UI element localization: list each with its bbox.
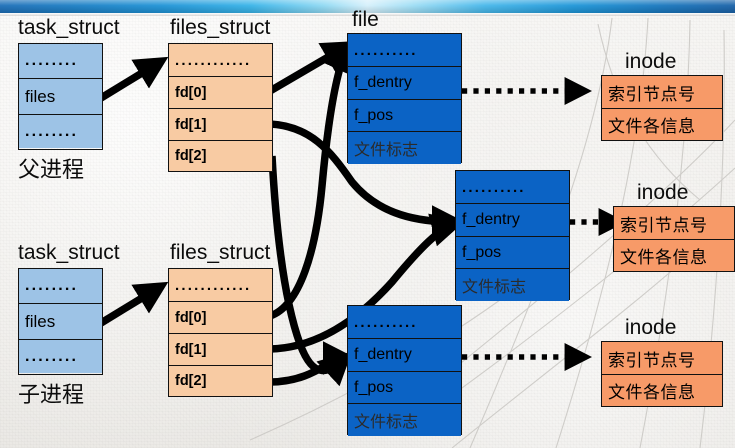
inode-3-title: inode [625,316,677,339]
parent-task-row-files: files [19,78,102,114]
file1-row-dots: .......... [348,34,461,66]
child-files-row-fd0: fd[0] [169,301,272,333]
parent-files-row-fd0: fd[0] [169,76,272,108]
file3-row-dots: .......... [348,306,461,338]
child-task-row-files: files [19,303,102,339]
parent-files-struct-box: ............ fd[0] fd[1] fd[2] [168,43,273,172]
slide-banner [0,0,735,13]
inode2-row-number: 索引节点号 [614,207,734,239]
file3-row-file-flags: 文件标志 [348,403,461,436]
arrow-child-fd2-to-file3 [269,341,356,386]
parent-files-row-fd2: fd[2] [169,140,272,171]
file3-row-f-pos: f_pos [348,371,461,403]
inode3-row-number: 索引节点号 [602,342,722,374]
file-title: file [352,8,379,31]
parent-task-row-dots-bottom: ........ [19,114,102,148]
inode1-row-number: 索引节点号 [602,76,722,108]
inode1-row-fileinfo: 文件各信息 [602,108,722,140]
arrow-child-fd0-to-file1 [268,39,353,320]
child-task-row-dots-bottom: ........ [19,339,102,373]
banner-edge [0,13,735,16]
arrow-parent-files-to-filesstruct [99,56,169,102]
inode3-row-fileinfo: 文件各信息 [602,374,722,406]
inode-box-2: 索引节点号 文件各信息 [613,206,735,272]
arrow-parent-fd1-to-file2 [269,120,465,239]
inode-box-3: 索引节点号 文件各信息 [601,341,723,407]
file1-row-f-pos: f_pos [348,99,461,131]
parent-task-struct-title: task_struct [18,16,120,39]
inode-2-title: inode [637,181,689,204]
parent-files-row-fd1: fd[1] [169,108,272,140]
file-box-3: .......... f_dentry f_pos 文件标志 [347,305,462,436]
child-task-struct-title: task_struct [18,241,120,264]
child-files-row-dots: ............ [169,269,272,301]
arrow-child-fd1-to-file2 [269,213,465,353]
child-process-caption: 子进程 [18,382,85,407]
inode-box-1: 索引节点号 文件各信息 [601,75,723,141]
parent-files-struct-title: files_struct [170,16,271,39]
file-box-1: .......... f_dentry f_pos 文件标志 [347,33,462,164]
inode-1-title: inode [625,50,677,73]
parent-files-row-dots: ............ [169,44,272,76]
parent-process-caption: 父进程 [18,157,85,182]
file2-row-dots: .......... [456,171,569,203]
child-files-row-fd1: fd[1] [169,333,272,365]
child-files-row-fd2: fd[2] [169,365,272,396]
file-box-2: .......... f_dentry f_pos 文件标志 [455,170,570,301]
inode2-row-fileinfo: 文件各信息 [614,239,734,271]
parent-task-row-dots-top: ........ [19,44,102,78]
file3-row-f-dentry: f_dentry [348,338,461,371]
arrow-child-files-to-filesstruct [99,281,169,327]
file2-row-f-dentry: f_dentry [456,203,569,236]
file2-row-file-flags: 文件标志 [456,268,569,301]
child-task-row-dots-top: ........ [19,269,102,303]
file1-row-file-flags: 文件标志 [348,131,461,164]
child-files-struct-title: files_struct [170,241,271,264]
file2-row-f-pos: f_pos [456,236,569,268]
parent-task-struct-box: ........ files ........ [18,43,103,150]
file1-row-f-dentry: f_dentry [348,66,461,99]
child-task-struct-box: ........ files ........ [18,268,103,375]
child-files-struct-box: ............ fd[0] fd[1] fd[2] [168,268,273,397]
